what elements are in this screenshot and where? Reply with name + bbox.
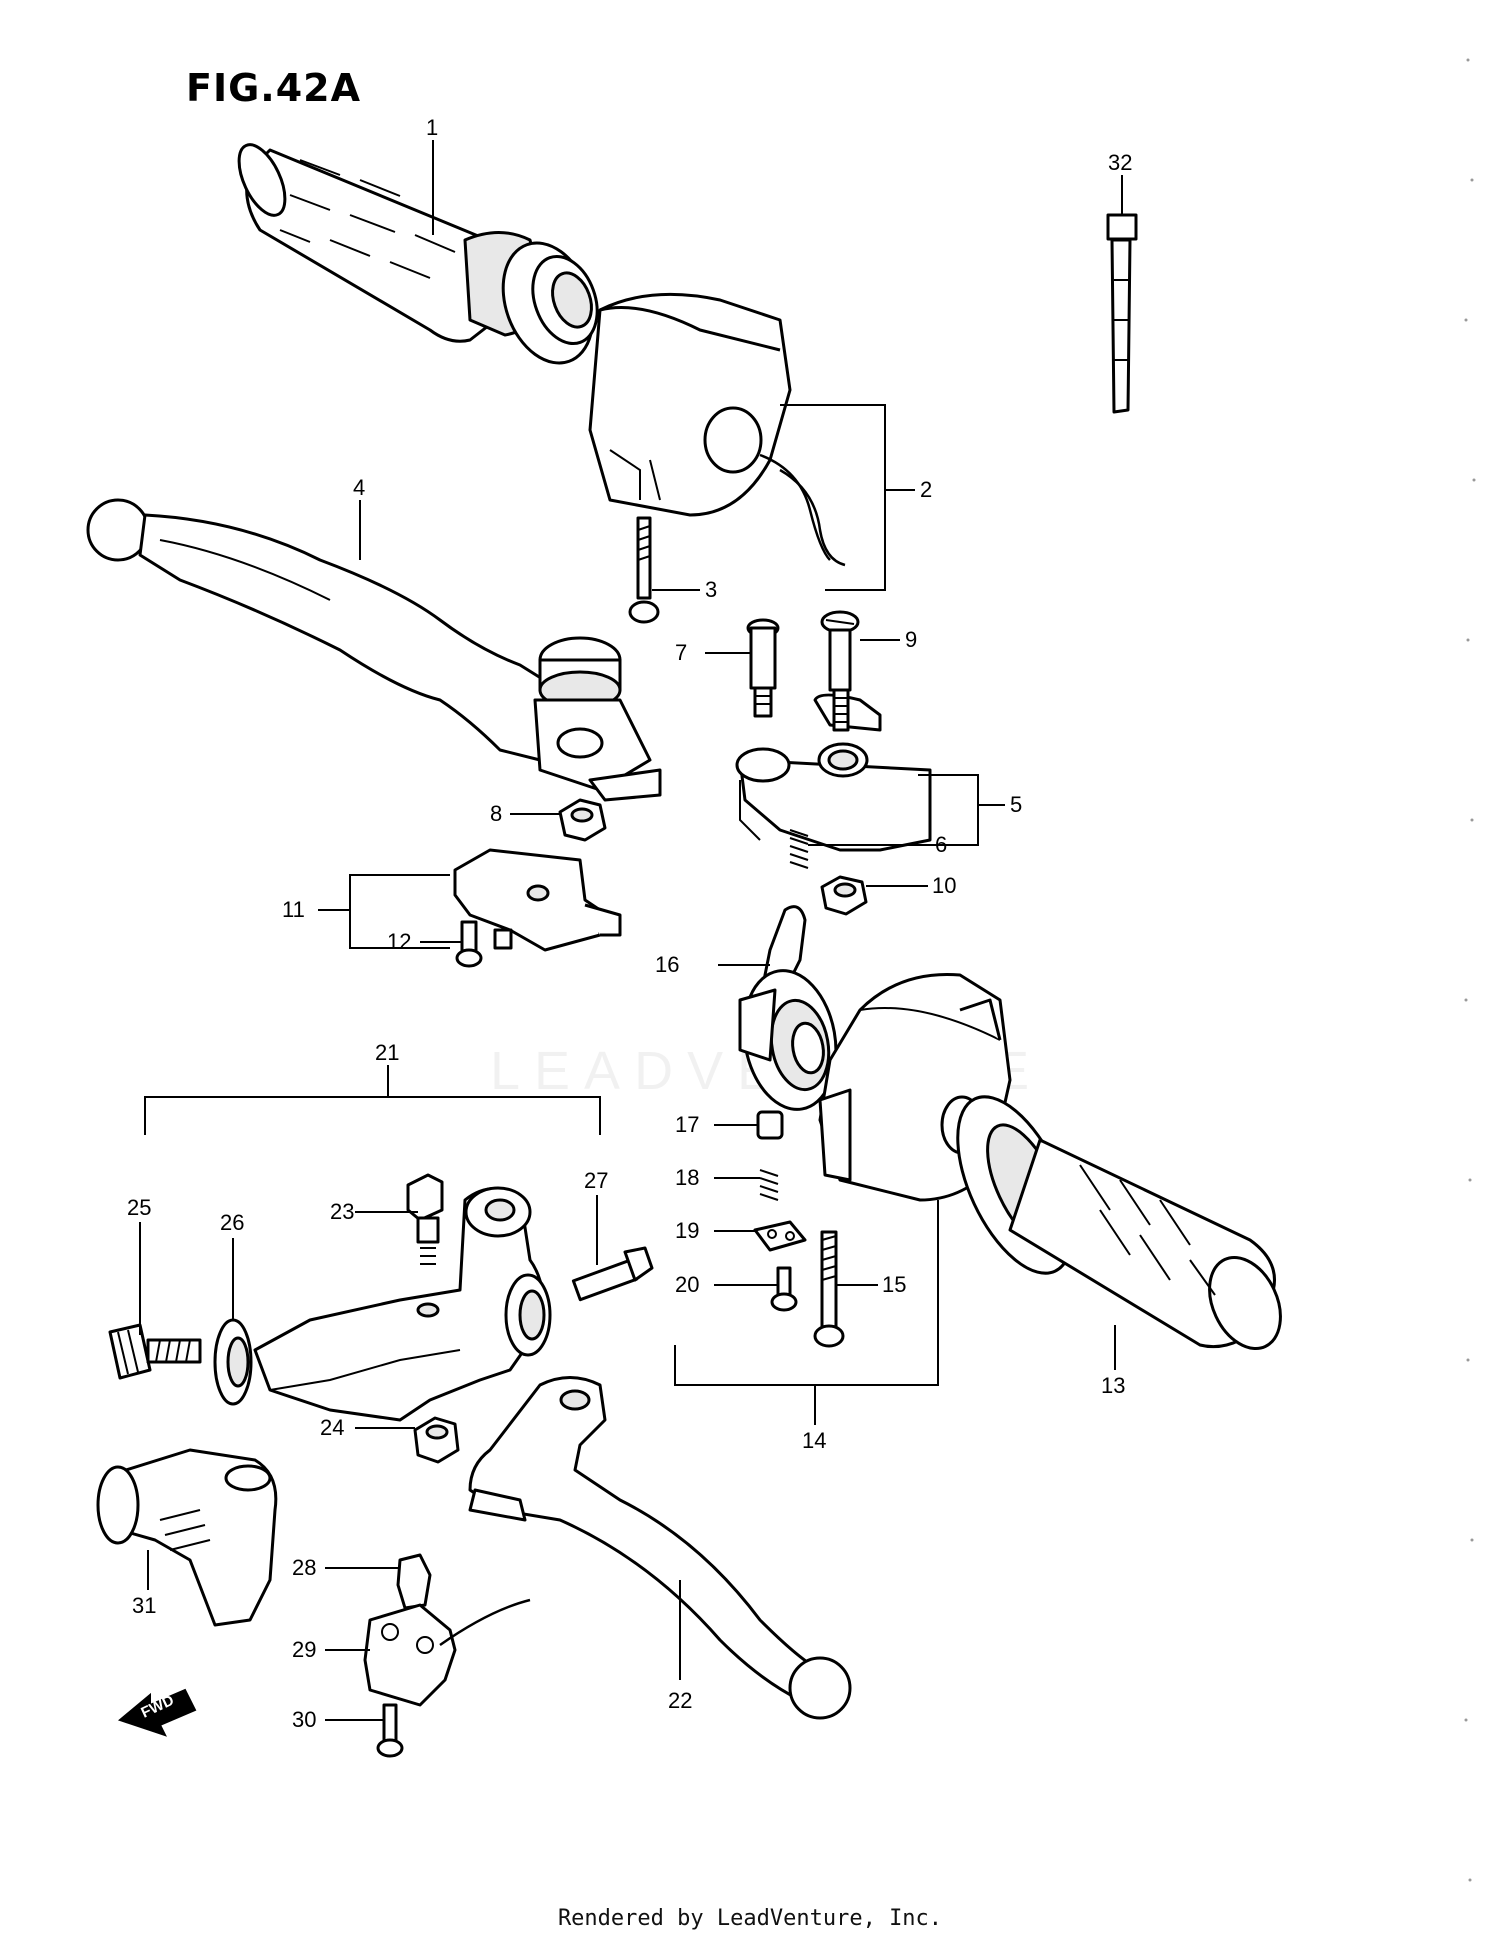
callout-28: 28: [292, 1555, 316, 1580]
callout-15: 15: [882, 1272, 906, 1297]
callout-12: 12: [387, 929, 411, 954]
callout-30: 30: [292, 1707, 316, 1732]
part-12-screw[interactable]: [455, 920, 483, 968]
callout-8: 8: [490, 801, 502, 826]
part-21-lever-holder[interactable]: [253, 1186, 552, 1422]
callout-26: 26: [220, 1210, 244, 1235]
leader-lines: [139, 140, 1123, 1721]
figure-title: FIG.42A: [186, 66, 362, 110]
callout-2: 2: [920, 477, 932, 502]
callout-1: 1: [426, 115, 438, 140]
part-11-brake-switch[interactable]: [453, 848, 622, 952]
part-31-lever-boot[interactable]: [96, 1448, 278, 1627]
callout-22: 22: [668, 1688, 692, 1713]
callout-19: 19: [675, 1218, 699, 1243]
part-29-clutch-switch[interactable]: [363, 1598, 531, 1707]
part-13-right-grip[interactable]: [934, 1080, 1294, 1360]
callout-6: 6: [935, 832, 947, 857]
scan-edge-noise: [1464, 58, 1476, 1882]
callout-31: 31: [132, 1593, 156, 1618]
part-18-spring[interactable]: [759, 1169, 779, 1201]
part-23-bolt[interactable]: [406, 1173, 444, 1265]
part-6-spring[interactable]: [789, 829, 809, 869]
part-10-nut[interactable]: [820, 875, 868, 916]
callout-10: 10: [932, 873, 956, 898]
callout-14: 14: [802, 1428, 826, 1453]
part-26-locknut[interactable]: [213, 1318, 253, 1406]
part-19-plate[interactable]: [753, 1220, 807, 1252]
part-20-screw[interactable]: [770, 1266, 798, 1312]
part-16-throttle-pulley[interactable]: [734, 905, 847, 1117]
callout-labels: 1 2 3 4 5 6 7 8 9 10 11 12 13 14 15 16 1…: [127, 115, 1132, 1732]
part-17-block[interactable]: [756, 1110, 784, 1140]
part-4-brake-lever[interactable]: [86, 498, 662, 802]
callout-20: 20: [675, 1272, 699, 1297]
part-25-adjuster[interactable]: [108, 1323, 202, 1380]
callout-27: 27: [584, 1168, 608, 1193]
callout-18: 18: [675, 1165, 699, 1190]
part-1-throttle-grip[interactable]: [230, 138, 609, 376]
part-24-nut[interactable]: [413, 1416, 460, 1464]
callout-24: 24: [320, 1415, 344, 1440]
callout-17: 17: [675, 1112, 699, 1137]
callout-32: 32: [1108, 150, 1132, 175]
part-28-switch-pin[interactable]: [396, 1553, 432, 1610]
part-8-nut[interactable]: [558, 798, 607, 842]
callout-23: 23: [330, 1199, 354, 1224]
part-7-pivot-bolt[interactable]: [746, 618, 780, 718]
part-30-screw[interactable]: [376, 1703, 404, 1758]
callout-25: 25: [127, 1195, 151, 1220]
part-2-switch-housing-left[interactable]: [588, 292, 846, 567]
callout-7: 7: [675, 640, 687, 665]
part-32-cable-tie[interactable]: [1106, 213, 1138, 414]
part-27-bolt[interactable]: [571, 1246, 654, 1302]
footer-credit: Rendered by LeadVenture, Inc.: [557, 1906, 943, 1931]
callout-3: 3: [705, 577, 717, 602]
part-9-screw[interactable]: [820, 610, 860, 732]
callout-4: 4: [353, 475, 365, 500]
callout-5: 5: [1010, 792, 1022, 817]
callout-16: 16: [655, 952, 679, 977]
callout-29: 29: [292, 1637, 316, 1662]
fwd-arrow-icon: FWD: [117, 1688, 197, 1737]
callout-9: 9: [905, 627, 917, 652]
callout-21: 21: [375, 1040, 399, 1065]
callout-11: 11: [282, 897, 305, 922]
callout-13: 13: [1101, 1373, 1125, 1398]
part-3-screw[interactable]: [628, 516, 660, 624]
part-15-screw[interactable]: [813, 1230, 845, 1348]
part-22-clutch-lever[interactable]: [468, 1376, 852, 1720]
